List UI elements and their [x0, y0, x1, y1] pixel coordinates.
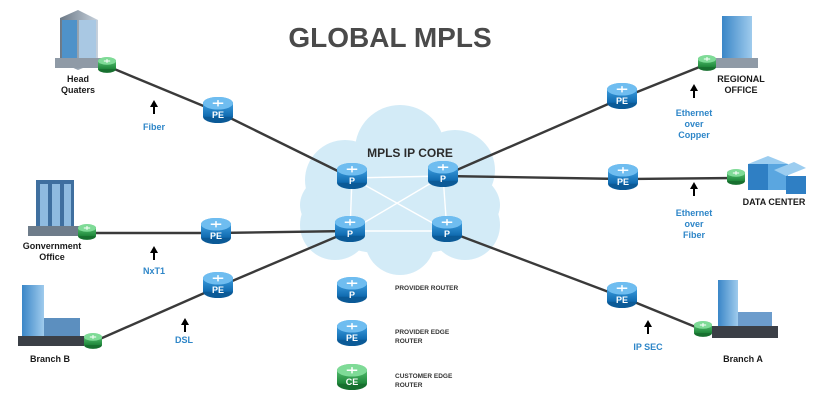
provider-edge-router-head-quarters-label: PE — [212, 110, 224, 120]
legend-customer-edge-router-icon-label: CE — [346, 377, 359, 387]
regional-office-building-icon — [714, 16, 758, 68]
routers-layer: P P P P PE PE PE PE PE PE P PE CE — [78, 55, 745, 391]
customer-edge-router-regional-office — [698, 55, 716, 71]
link-label-dsl: DSL — [175, 335, 193, 345]
link-label-ethernet-over-fiber: Ethernet over Fiber — [675, 208, 713, 240]
link-label-nxt1: NxT1 — [142, 266, 165, 276]
branch-a-building-icon — [712, 280, 778, 338]
provider-edge-router-government-office-label: PE — [210, 231, 222, 241]
legend-label-provider-edge-router: PROVIDER EDGE ROUTER — [395, 329, 450, 345]
provider-edge-router-branch-b-label: PE — [212, 285, 224, 295]
link-label-ethernet-over-copper: Ethernet over Copper — [675, 108, 713, 140]
site-label-branch-a: Branch A — [723, 354, 763, 364]
site-label-branch-b: Branch B — [29, 354, 70, 364]
data-center-server-icon — [748, 156, 806, 194]
government-office-building-icon — [28, 180, 84, 236]
provider-router-p2-label: P — [440, 174, 446, 184]
customer-edge-router-data-center — [727, 169, 745, 185]
legend-provider-router-icon-label: P — [349, 290, 355, 300]
arrow-up-icon-ethernet-fiber — [690, 182, 698, 196]
arrow-up-icon-ethernet-copper — [690, 84, 698, 98]
provider-router-p1-label: P — [349, 176, 355, 186]
customer-edge-router-branch-b — [84, 333, 102, 349]
link-label-fiber: Fiber — [142, 122, 165, 132]
mpls-core-label: MPLS IP CORE — [367, 146, 453, 160]
provider-router-p1: P — [337, 162, 367, 190]
branch-b-building-icon — [18, 285, 84, 346]
provider-edge-router-government-office: PE — [201, 217, 231, 245]
site-label-data-center: DATA CENTER — [742, 197, 806, 207]
provider-edge-router-data-center: PE — [608, 163, 638, 191]
provider-router-p3: P — [335, 215, 365, 243]
legend-provider-edge-router-icon: PE — [337, 319, 367, 347]
provider-router-p3-label: P — [347, 229, 353, 239]
provider-edge-router-regional-office: PE — [607, 82, 637, 110]
legend-provider-edge-router-icon-label: PE — [346, 333, 358, 343]
provider-edge-router-branch-a-label: PE — [616, 295, 628, 305]
site-label-government-office: Gonvernment Office — [22, 241, 82, 262]
diagram-title: GLOBAL MPLS — [288, 22, 492, 53]
link-label-ip-sec: IP SEC — [633, 342, 663, 352]
customer-edge-router-government-office — [78, 224, 96, 240]
arrow-up-icon-fiber — [150, 100, 158, 114]
legend-label-provider-router: PROVIDER ROUTER — [395, 285, 459, 292]
legend-label-customer-edge-router: CUSTOMER EDGE ROUTER — [395, 373, 453, 389]
provider-edge-router-branch-a: PE — [607, 281, 637, 309]
arrow-up-icon-dsl — [181, 318, 189, 332]
customer-edge-router-branch-a — [694, 321, 712, 337]
site-label-head-quarters: Head Quaters — [60, 74, 95, 95]
provider-edge-router-data-center-label: PE — [617, 177, 629, 187]
provider-edge-router-regional-office-label: PE — [616, 96, 628, 106]
provider-router-p4: P — [432, 215, 462, 243]
arrow-up-icon-nxt1 — [150, 246, 158, 260]
site-label-regional-office: REGIONAL OFFICE — [717, 74, 765, 95]
provider-edge-router-head-quarters: PE — [203, 96, 233, 124]
provider-router-p4-label: P — [444, 229, 450, 239]
customer-edge-router-head-quarters — [98, 57, 116, 73]
core-mesh-lines — [349, 175, 448, 232]
arrow-up-icon-ip-sec — [644, 320, 652, 334]
provider-router-p2: P — [428, 160, 458, 188]
mpls-core-cloud — [300, 105, 500, 275]
provider-edge-router-branch-b: PE — [203, 271, 233, 299]
legend-customer-edge-router-icon: CE — [337, 363, 367, 391]
legend-provider-router-icon: P — [337, 276, 367, 304]
head-quarters-building-icon — [55, 10, 103, 70]
